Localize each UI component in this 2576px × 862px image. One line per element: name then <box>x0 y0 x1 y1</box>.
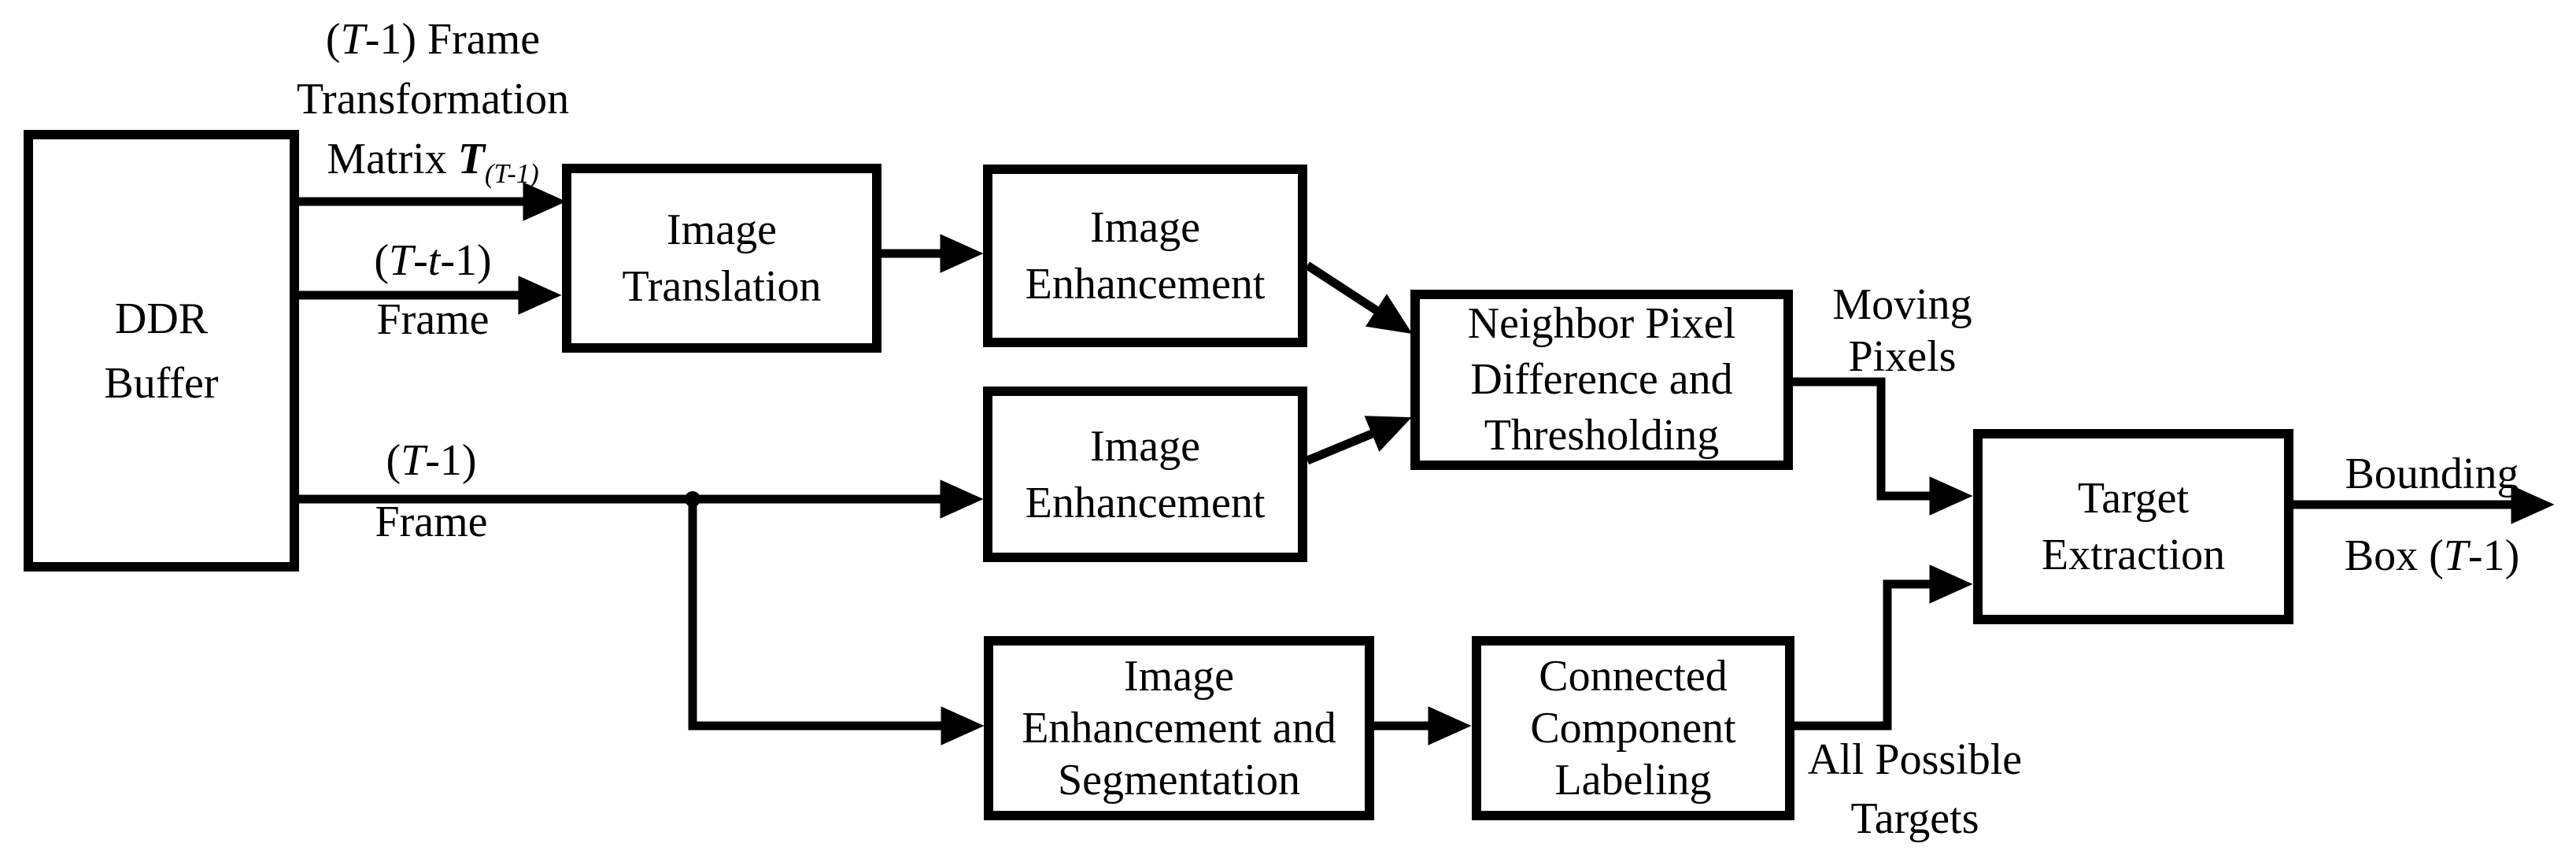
box-ddr-buffer: DDR Buffer <box>24 130 299 572</box>
box-image-translation: Image Translation <box>562 164 881 353</box>
box-image-enhancement-segmentation-label: Image Enhancement and Segmentation <box>1022 652 1336 805</box>
label-bounding-line2: Box (T-1) <box>2344 531 2520 580</box>
label-bounding-line1: Bounding <box>2345 449 2519 498</box>
box-image-enhancement-top-label: Image Enhancement <box>1025 203 1266 309</box>
label-t-1-frame: (T-1)Frame <box>375 436 488 546</box>
box-connected-component-labeling: Connected Component Labeling <box>1472 636 1794 820</box>
wire-enhancement-mid-to-neighbor <box>1305 416 1412 465</box>
box-connected-component-labeling-label: Connected Component Labeling <box>1530 652 1736 805</box>
wire-all-targets-to-target <box>1794 564 1973 731</box>
box-target-extraction-label: Target Extraction <box>2041 474 2226 579</box>
label-moving-pixels: Moving Pixels <box>1832 280 1972 381</box>
box-image-translation-label: Image Translation <box>622 205 822 311</box>
box-image-enhancement-mid-label: Image Enhancement <box>1025 421 1266 527</box>
box-neighbor-pixel-difference-label: Neighbor Pixel Difference and Thresholdi… <box>1467 299 1736 460</box>
label-t-t-1-frame: (T-t-1)Frame <box>374 236 492 344</box>
box-ddr-buffer-label: DDR Buffer <box>104 294 219 408</box>
box-image-enhancement-segmentation: Image Enhancement and Segmentation <box>984 636 1374 820</box>
box-image-enhancement-top: Image Enhancement <box>983 165 1307 347</box>
label-all-possible-targets: All Possible Targets <box>1807 735 2023 843</box>
wire-branch-to-enhancement-segmentation <box>688 499 985 745</box>
box-image-enhancement-mid: Image Enhancement <box>983 387 1307 562</box>
wire-enhancement-top-to-neighbor <box>1304 261 1413 335</box>
wire-moving-pixels-to-target <box>1793 377 1973 516</box>
box-neighbor-pixel-difference: Neighbor Pixel Difference and Thresholdi… <box>1410 290 1793 470</box>
box-target-extraction: Target Extraction <box>1973 429 2293 624</box>
